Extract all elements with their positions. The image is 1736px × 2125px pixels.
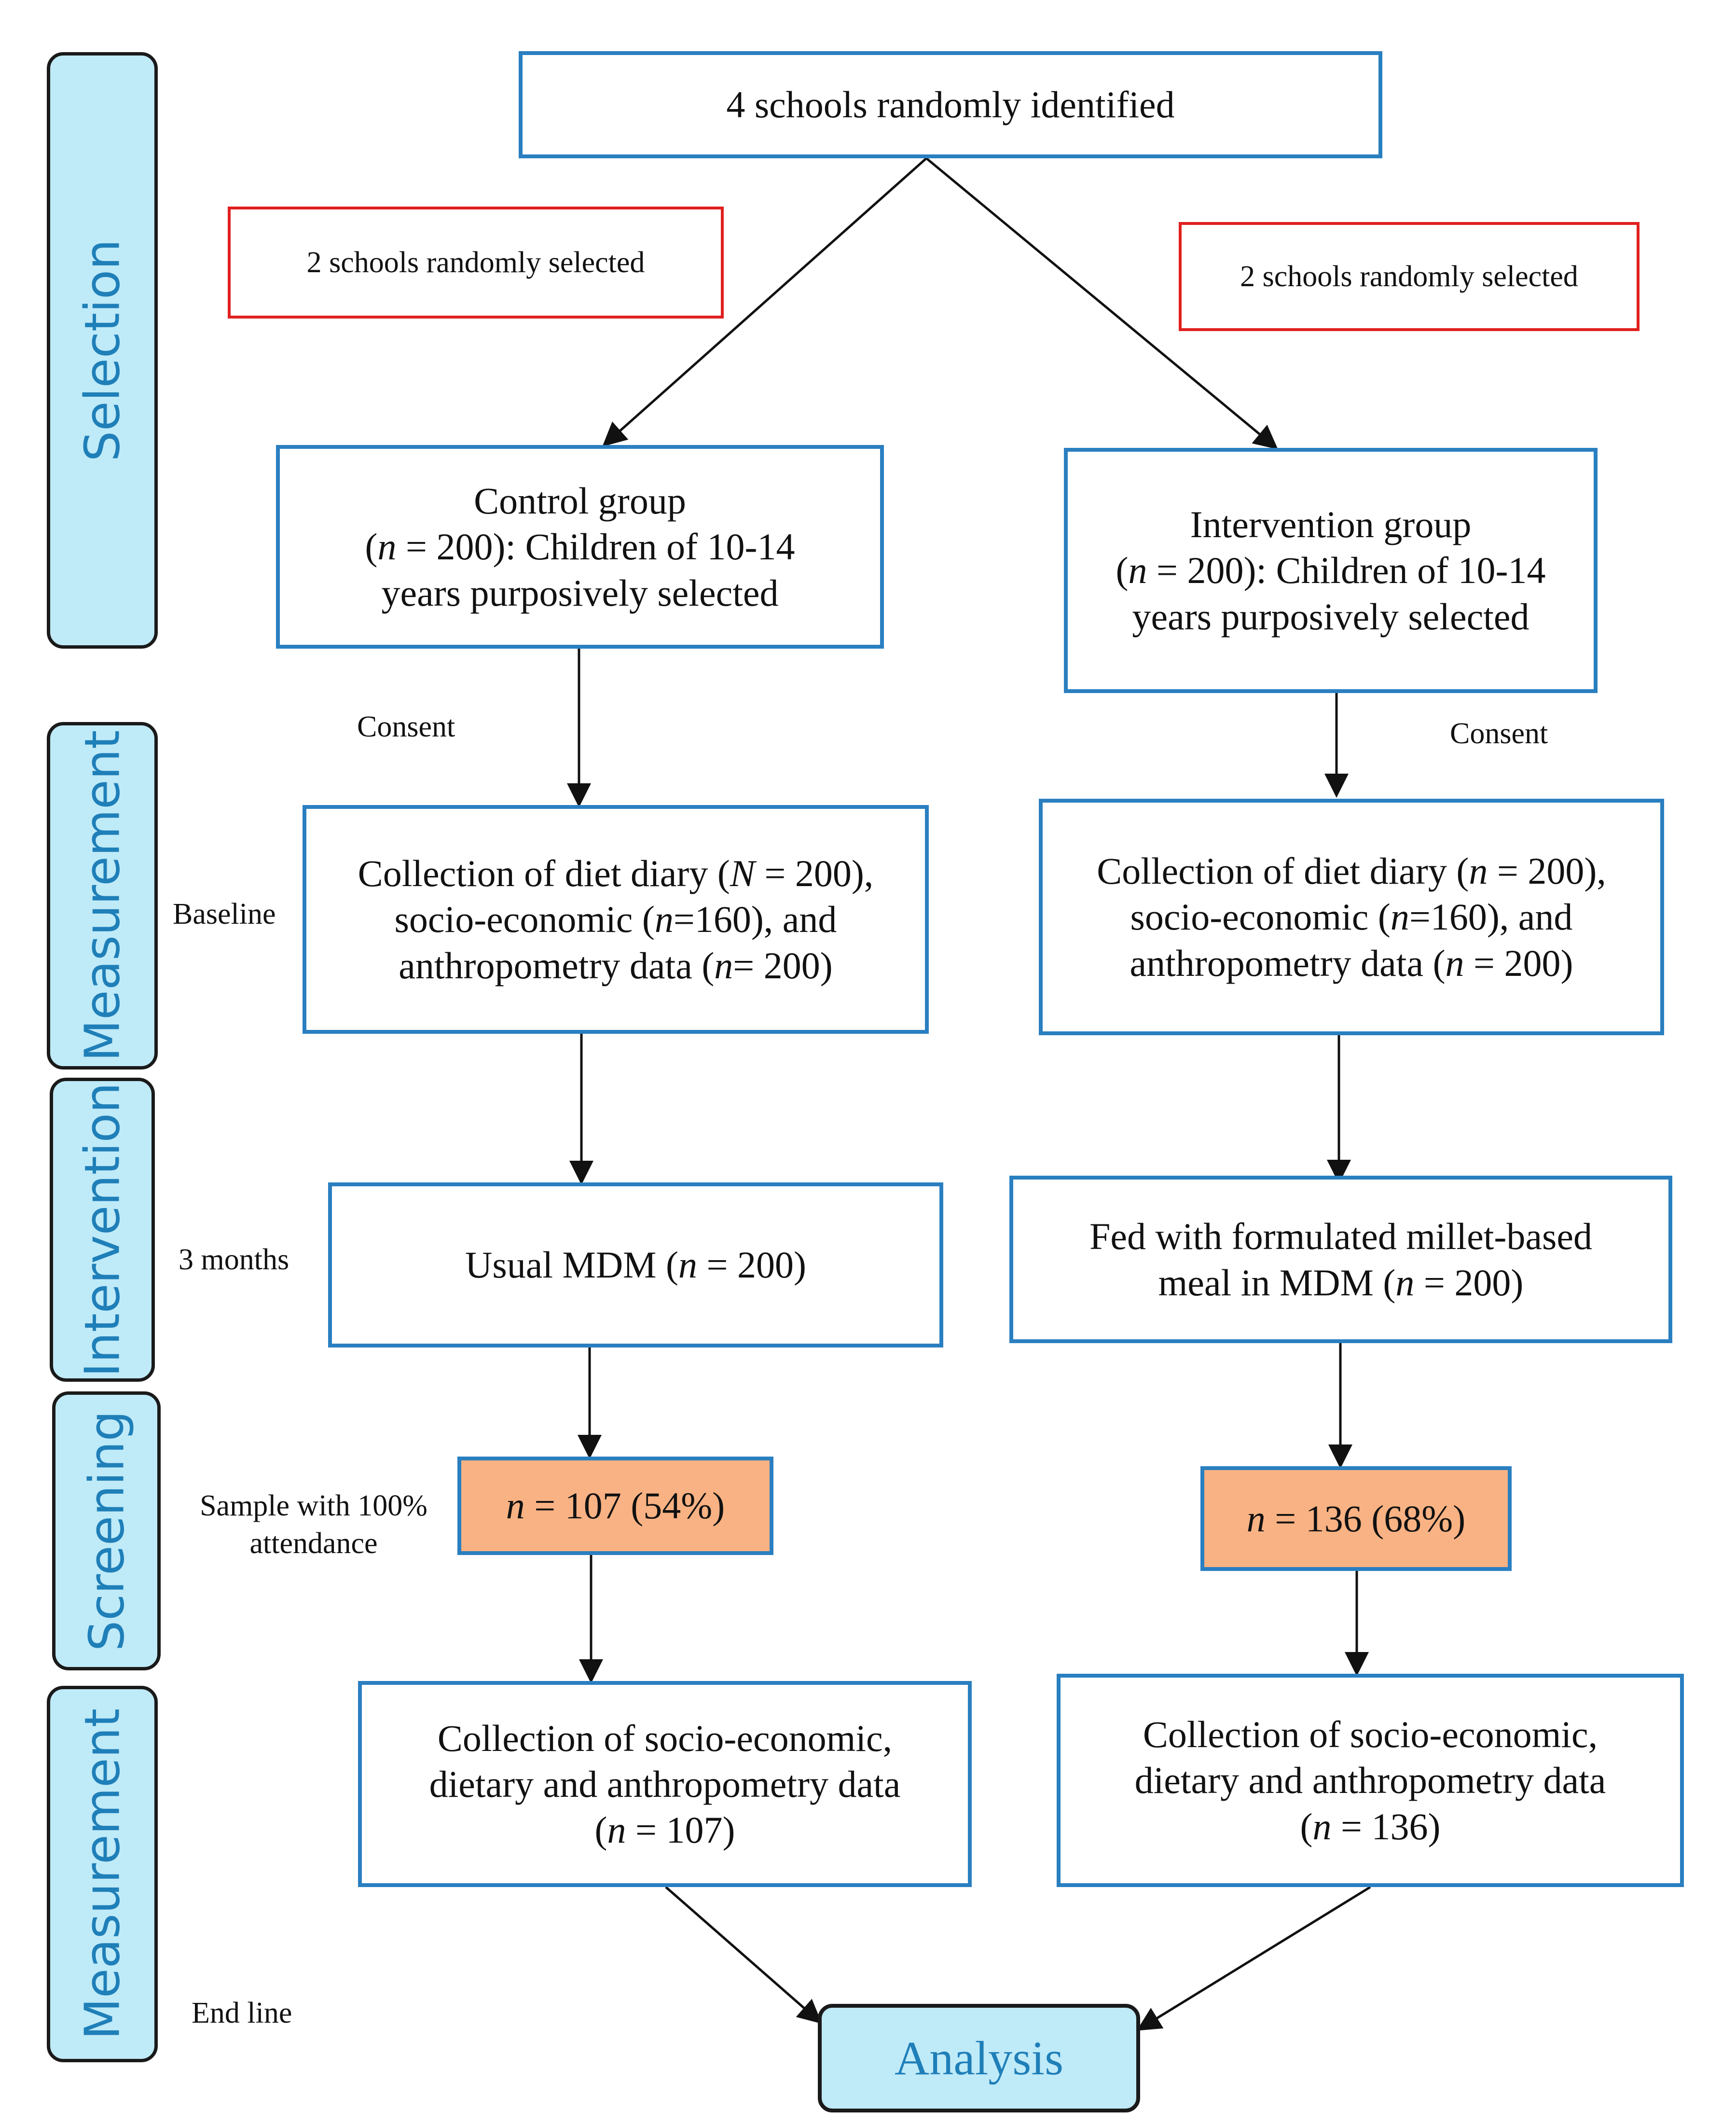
control-group-box: Control group (n = 200): Children of 10-… bbox=[276, 445, 884, 649]
analysis-text: Analysis bbox=[895, 2031, 1063, 2085]
consent-label-left: Consent bbox=[357, 710, 455, 743]
end-line-label: End line bbox=[192, 1997, 292, 2029]
selected-box-right: 2 schools randomly selected bbox=[1179, 222, 1640, 331]
intervention-group-desc: years purposively selected bbox=[1132, 595, 1529, 638]
control-group-n: (n = 200): Children of 10-14 bbox=[365, 526, 795, 568]
stage-measurement-baseline: Measurement bbox=[47, 722, 158, 1069]
stage-screening: Screening bbox=[52, 1391, 161, 1670]
endline-intervention-box: Collection of socio-economic, dietary an… bbox=[1057, 1674, 1684, 1887]
endline-control-box: Collection of socio-economic, dietary an… bbox=[358, 1681, 972, 1887]
stage-label-intervention: Intervention bbox=[74, 1082, 131, 1377]
control-group-title: Control group bbox=[474, 480, 686, 522]
arrow-top-to-intervention bbox=[925, 157, 1278, 450]
intervention-group-box: Intervention group (n = 200): Children o… bbox=[1064, 448, 1598, 693]
stage-intervention: Intervention bbox=[50, 1078, 155, 1382]
selected-box-left: 2 schools randomly selected bbox=[228, 207, 724, 319]
stage-label-selection: Selection bbox=[74, 239, 131, 462]
top-box-text: 4 schools randomly identified bbox=[726, 83, 1175, 126]
stage-selection: Selection bbox=[47, 52, 158, 649]
stage-label-measurement: Measurement bbox=[74, 1708, 131, 2040]
baseline-label: Baseline bbox=[173, 898, 276, 931]
stage-measurement-endline: Measurement bbox=[47, 1686, 158, 2062]
selected-right-text: 2 schools randomly selected bbox=[1240, 260, 1578, 293]
baseline-intervention-box: Collection of diet diary (n = 200), soci… bbox=[1039, 799, 1664, 1035]
intervention-group-title: Intervention group bbox=[1190, 503, 1472, 546]
stage-label-screening: Screening bbox=[78, 1410, 135, 1652]
selected-left-text: 2 schools randomly selected bbox=[306, 246, 645, 279]
mdm-control-box: Usual MDM (n = 200) bbox=[328, 1182, 943, 1347]
screen-control-box: n = 107 (54%) bbox=[457, 1457, 773, 1555]
baseline-control-box: Collection of diet diary (N = 200), soci… bbox=[303, 805, 929, 1034]
three-months-label: 3 months bbox=[179, 1243, 289, 1276]
arrow-top-to-control bbox=[602, 157, 927, 447]
top-box: 4 schools randomly identified bbox=[519, 51, 1382, 158]
screen-intervention-box: n = 136 (68%) bbox=[1200, 1466, 1512, 1571]
arrow-endline-control-to-analysis bbox=[665, 1886, 822, 2024]
mdm-intervention-box: Fed with formulated millet-based meal in… bbox=[1009, 1176, 1672, 1343]
intervention-group-n: (n = 200): Children of 10-14 bbox=[1116, 549, 1546, 592]
stage-label-measurement: Measurement bbox=[74, 730, 131, 1062]
arrow-endline-intervention-to-analysis bbox=[1136, 1886, 1371, 2031]
sample-attendance-label: Sample with 100% attendance bbox=[200, 1489, 427, 1560]
control-group-desc: years purposively selected bbox=[381, 571, 779, 614]
analysis-box: Analysis bbox=[818, 2004, 1140, 2112]
consent-label-right: Consent bbox=[1450, 717, 1548, 750]
